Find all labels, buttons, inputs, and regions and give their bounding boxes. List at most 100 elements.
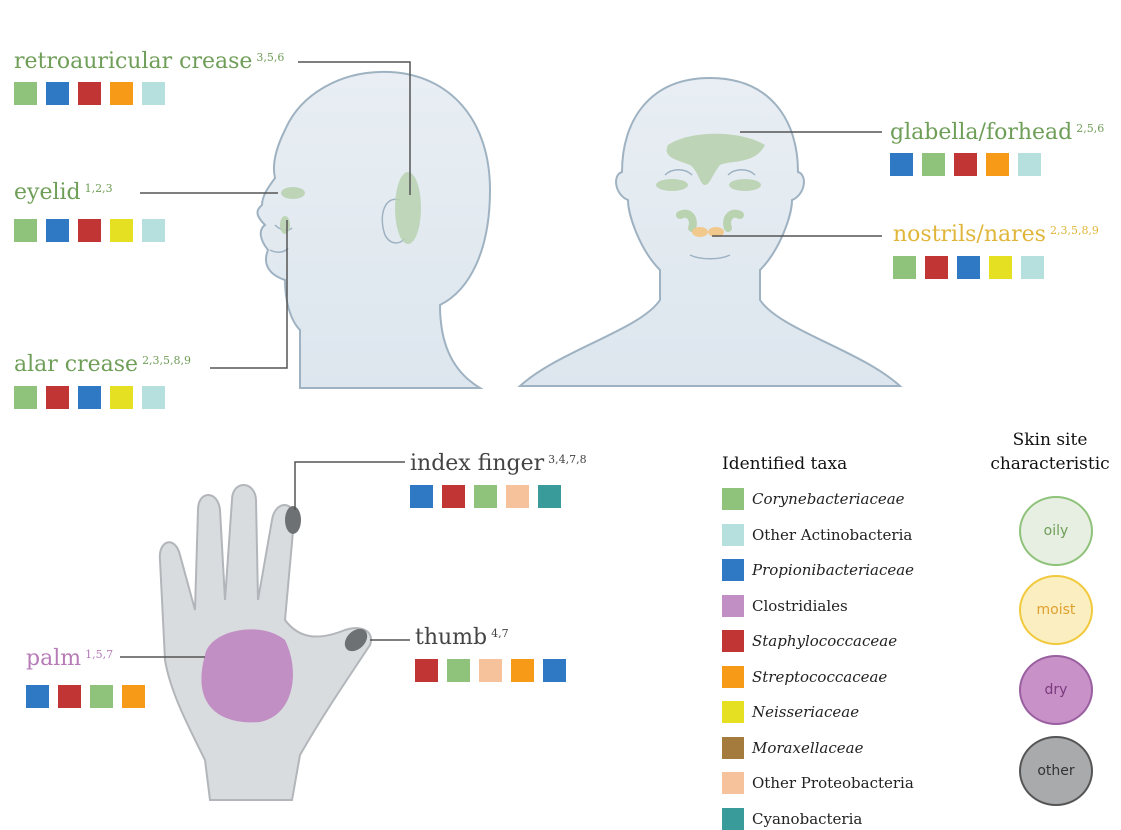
peach-swatch: [479, 659, 502, 682]
green-swatch: [922, 153, 945, 176]
orange-swatch: [511, 659, 534, 682]
palm-highlight: [201, 629, 293, 722]
lightcyan-swatch: [1018, 153, 1041, 176]
red-swatch: [442, 485, 465, 508]
green-swatch: [14, 82, 37, 105]
characteristic-title-line2: characteristic: [980, 452, 1120, 476]
legend-item: Clostridiales: [722, 595, 848, 617]
blue-swatch: [78, 386, 101, 409]
alar-name: alar crease: [14, 352, 138, 377]
alar-label: alar crease 2,3,5,8,9: [14, 352, 191, 378]
legend-swatch: [722, 488, 744, 510]
eyelid-swatches: [14, 219, 165, 242]
palm-swatches: [26, 685, 145, 708]
thumb-swatches: [415, 659, 566, 682]
index-swatches: [410, 485, 561, 508]
characteristic-title: Skin site characteristic: [980, 428, 1120, 476]
green-swatch: [474, 485, 497, 508]
legend-label: Streptococcaceae: [752, 668, 887, 686]
eyelid-label: eyelid 1,2,3: [14, 180, 113, 206]
orange-swatch: [122, 685, 145, 708]
legend-title: Identified taxa: [722, 454, 847, 474]
side-head-illustration: [257, 72, 490, 388]
legend-swatch: [722, 559, 744, 581]
glabella-name: glabella/forhead: [890, 120, 1072, 145]
red-swatch: [954, 153, 977, 176]
retroauricular-highlight: [395, 172, 421, 244]
left-eye-highlight: [656, 179, 688, 191]
nostrils-label: nostrils/nares 2,3,5,8,9: [893, 222, 1099, 248]
dry-circle: dry: [1019, 655, 1093, 725]
red-swatch: [78, 219, 101, 242]
nostrils-refs: 2,3,5,8,9: [1050, 224, 1099, 237]
retroauricular-name: retroauricular crease: [14, 49, 252, 74]
index-label: index finger 3,4,7,8: [410, 451, 587, 477]
green-swatch: [14, 386, 37, 409]
lightcyan-swatch: [1021, 256, 1044, 279]
retroauricular-refs: 3,5,6: [256, 51, 284, 64]
legend-label: Cyanobacteria: [752, 810, 862, 828]
legend-item: Propionibacteriaceae: [722, 559, 914, 581]
alar-refs: 2,3,5,8,9: [142, 354, 191, 367]
blue-swatch: [46, 219, 69, 242]
red-swatch: [925, 256, 948, 279]
legend-swatch: [722, 666, 744, 688]
lightcyan-swatch: [142, 82, 165, 105]
lightcyan-swatch: [142, 219, 165, 242]
nostrils-name: nostrils/nares: [893, 222, 1046, 247]
legend-item: Streptococcaceae: [722, 666, 887, 688]
palm-label: palm 1,5,7: [26, 646, 113, 672]
characteristic-title-line1: Skin site: [980, 428, 1120, 452]
blue-swatch: [26, 685, 49, 708]
yellow-swatch: [110, 386, 133, 409]
right-eye-highlight: [729, 179, 761, 191]
legend-item: Other Proteobacteria: [722, 772, 914, 794]
legend-label: Clostridiales: [752, 597, 848, 615]
red-swatch: [78, 82, 101, 105]
blue-swatch: [46, 82, 69, 105]
blue-swatch: [890, 153, 913, 176]
legend-swatch: [722, 737, 744, 759]
legend-swatch: [722, 595, 744, 617]
legend-swatch: [722, 772, 744, 794]
legend-swatch: [722, 701, 744, 723]
legend-label: Other Proteobacteria: [752, 774, 914, 792]
legend-swatch: [722, 630, 744, 652]
legend-item: Cyanobacteria: [722, 808, 862, 830]
palm-refs: 1,5,7: [85, 648, 113, 661]
legend-item: Neisseriaceae: [722, 701, 859, 723]
legend-label: Corynebacteriaceae: [752, 490, 905, 508]
palm-name: palm: [26, 646, 81, 671]
legend-label: Staphylococcaceae: [752, 632, 897, 650]
eyelid-name: eyelid: [14, 180, 81, 205]
red-swatch: [415, 659, 438, 682]
glabella-refs: 2,5,6: [1076, 122, 1104, 135]
red-swatch: [46, 386, 69, 409]
nostril-left-highlight: [692, 227, 708, 237]
retroauricular-swatches: [14, 82, 165, 105]
legend-item: Other Actinobacteria: [722, 524, 912, 546]
glabella-swatches: [890, 153, 1041, 176]
legend-label: Moraxellaceae: [752, 739, 863, 757]
blue-swatch: [957, 256, 980, 279]
thumb-name: thumb: [415, 625, 487, 650]
index-name: index finger: [410, 451, 544, 476]
green-swatch: [893, 256, 916, 279]
index-fingertip-highlight: [285, 506, 301, 534]
eyelid-highlight: [281, 187, 305, 199]
yellow-swatch: [989, 256, 1012, 279]
legend-swatch: [722, 808, 744, 830]
legend-label: Other Actinobacteria: [752, 526, 912, 544]
legend-item: Corynebacteriaceae: [722, 488, 905, 510]
green-swatch: [14, 219, 37, 242]
nostrils-swatches: [893, 256, 1044, 279]
green-swatch: [90, 685, 113, 708]
legend-swatch: [722, 524, 744, 546]
index-refs: 3,4,7,8: [548, 453, 586, 466]
legend-label: Neisseriaceae: [752, 703, 859, 721]
yellow-swatch: [110, 219, 133, 242]
eyelid-refs: 1,2,3: [85, 182, 113, 195]
blue-swatch: [543, 659, 566, 682]
teal-swatch: [538, 485, 561, 508]
